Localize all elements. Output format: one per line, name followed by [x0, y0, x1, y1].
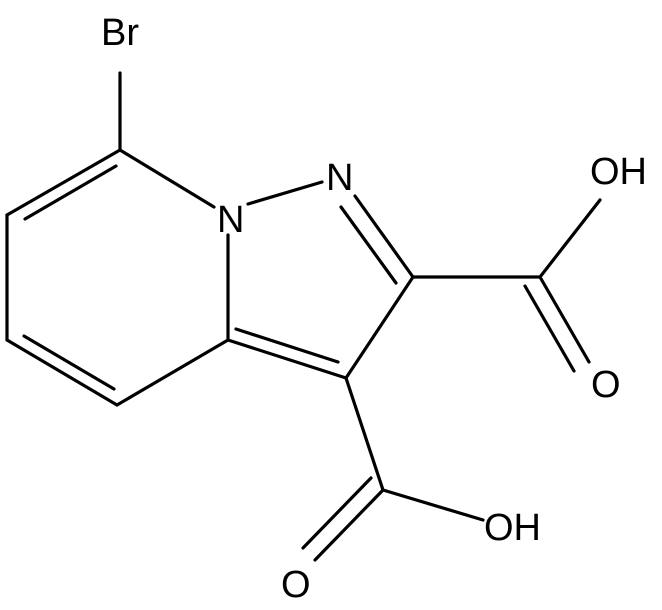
bond-c4-c3a	[115, 338, 230, 407]
bond-cooh-o-top-double	[523, 284, 576, 373]
bond-n-n	[246, 180, 324, 206]
bond-cooh-oh-bottom	[381, 488, 485, 522]
bond-c3-c3a	[226, 338, 348, 380]
atom-label-oh-top: OH	[590, 151, 647, 193]
bond-n2-c2	[353, 194, 415, 279]
bond-c5-c4-inner	[22, 334, 116, 391]
bond-n2-c2-inner	[339, 205, 398, 285]
bond-c3-c3a-inner	[234, 327, 340, 364]
bond-cooh-o-top	[538, 275, 591, 364]
bond-cooh-o-bottom	[313, 488, 385, 562]
bond-c2-c3	[344, 275, 415, 380]
bond-c7-c6-inner	[23, 164, 118, 221]
atom-label-o-top: O	[591, 364, 621, 406]
bond-cooh-o-bottom-double	[301, 476, 373, 550]
atom-label-o-bottom: O	[281, 564, 311, 606]
bond-c7-c6	[5, 148, 122, 217]
atom-label-oh-bottom: OH	[484, 507, 541, 549]
atom-label-br: Br	[101, 12, 139, 54]
bond-c5-c4	[5, 338, 119, 407]
atom-label-n-bridgehead: N	[217, 199, 244, 241]
bond-cooh-oh-top	[538, 198, 602, 279]
bond-c3-cooh	[344, 376, 385, 492]
atom-label-n-pyrazole: N	[326, 157, 353, 199]
bond-n-c7	[118, 148, 216, 209]
